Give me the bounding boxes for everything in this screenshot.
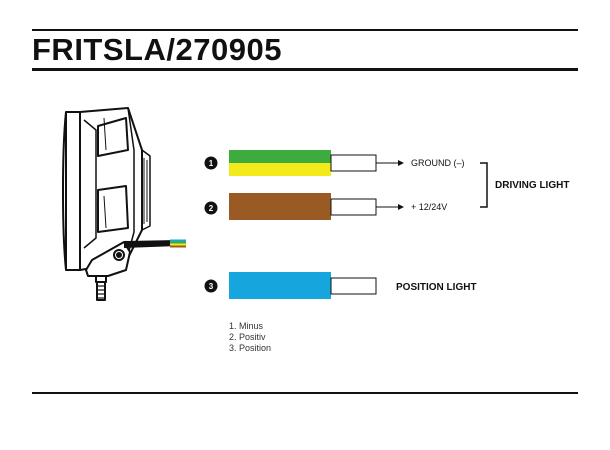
position-light-label: POSITION LIGHT bbox=[396, 282, 477, 293]
top-rule bbox=[32, 29, 578, 31]
legend-item-position: 3. Position bbox=[229, 343, 271, 353]
legend-item-minus: 1. Minus bbox=[229, 321, 264, 331]
positive-label: + 12/24V bbox=[411, 202, 447, 212]
lamp-cable bbox=[124, 239, 186, 248]
badge-1 bbox=[204, 156, 218, 170]
badge-2-number: 2 bbox=[209, 204, 214, 213]
ground-label: GROUND (–) bbox=[411, 158, 465, 168]
legend: 1. Minus 2. Positiv 3. Position bbox=[229, 321, 271, 353]
wire-2-brown bbox=[229, 193, 331, 220]
badge-3 bbox=[204, 279, 218, 293]
wire-3-terminal bbox=[330, 277, 377, 295]
wire-row-position: 3 POSITION LIGHT bbox=[204, 272, 477, 299]
badge-3-number: 3 bbox=[209, 282, 214, 291]
bottom-rule bbox=[32, 392, 578, 394]
wire-1-terminal bbox=[330, 154, 377, 172]
driving-light-bracket bbox=[480, 162, 488, 208]
title-underline bbox=[32, 68, 578, 71]
wire-1-green-stripe bbox=[229, 150, 331, 163]
badge-2 bbox=[204, 201, 218, 215]
wire-1-yellow-stripe bbox=[229, 163, 331, 176]
page-title: FRITSLA/270905 bbox=[32, 32, 282, 67]
wire-2-terminal bbox=[330, 198, 377, 216]
wire-row-ground: 1 GROUND (–) bbox=[204, 150, 465, 176]
driving-light-label: DRIVING LIGHT bbox=[495, 180, 569, 191]
badge-1-number: 1 bbox=[209, 159, 214, 168]
legend-item-positiv: 2. Positiv bbox=[229, 332, 266, 342]
wire-1-arrowhead bbox=[398, 160, 404, 166]
lamp-illustration bbox=[62, 107, 151, 301]
wire-3-blue bbox=[229, 272, 331, 299]
wire-2-arrowhead bbox=[398, 204, 404, 210]
wire-row-positive: 2 + 12/24V bbox=[204, 193, 447, 220]
